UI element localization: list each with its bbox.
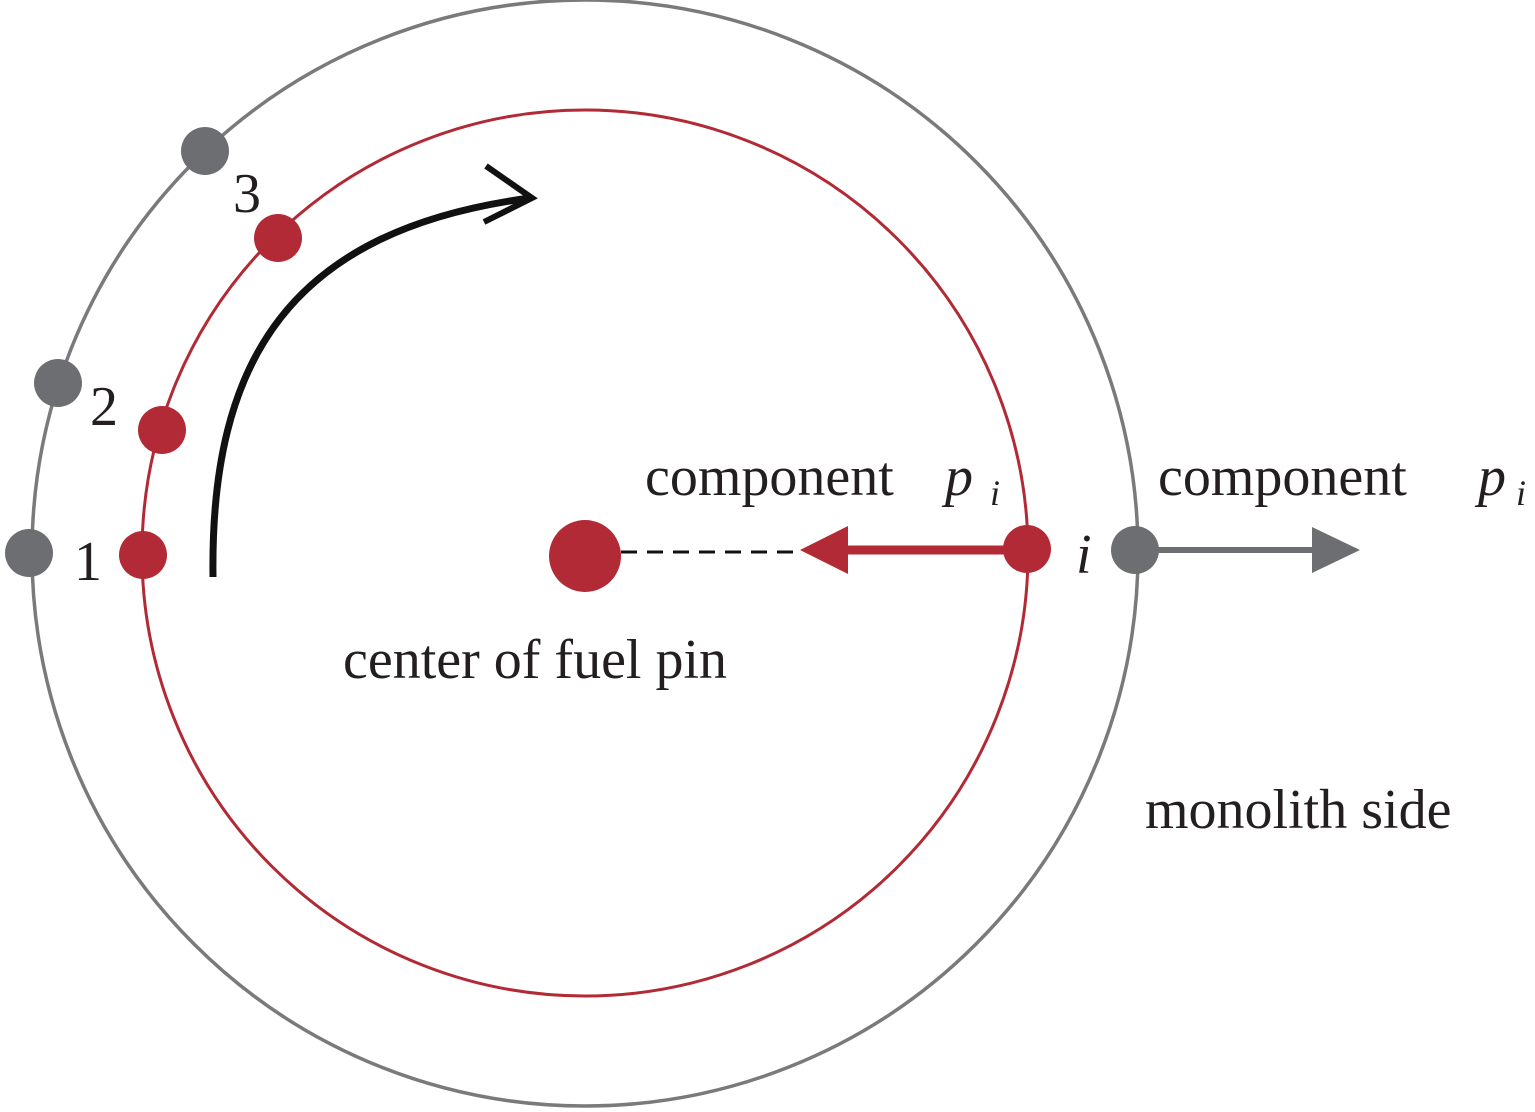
point-i-label: i: [1076, 524, 1092, 586]
outer-component-arrow: [1158, 527, 1360, 573]
inner-component-symbol: p: [941, 446, 973, 508]
inner-point-2: [138, 406, 186, 454]
outer-point-i: [1111, 526, 1159, 574]
inner-point-1: [119, 531, 167, 579]
center-label: center of fuel pin: [343, 629, 727, 691]
rotation-arrow: [209, 163, 538, 578]
outer-component-label: component p i: [1158, 446, 1526, 513]
fuel-pin-center-point: [549, 520, 621, 592]
outer-component-subscript: i: [1516, 473, 1526, 513]
inner-component-word: component: [645, 446, 894, 508]
outer-point-1: [5, 529, 53, 577]
outer-component-word: component: [1158, 446, 1407, 508]
point-2-label: 2: [90, 376, 118, 438]
outer-point-3: [181, 127, 229, 175]
inner-component-subscript: i: [990, 473, 1000, 513]
outer-component-symbol: p: [1474, 446, 1506, 508]
inner-component-label: component p i: [645, 446, 1000, 513]
inner-point-3: [254, 214, 302, 262]
point-3-label: 3: [233, 163, 261, 225]
monolith-side-label: monolith side: [1145, 779, 1451, 841]
inner-component-arrow: [800, 526, 1005, 574]
outer-point-2: [34, 359, 82, 407]
inner-point-i: [1003, 525, 1051, 573]
point-1-label: 1: [74, 531, 102, 593]
